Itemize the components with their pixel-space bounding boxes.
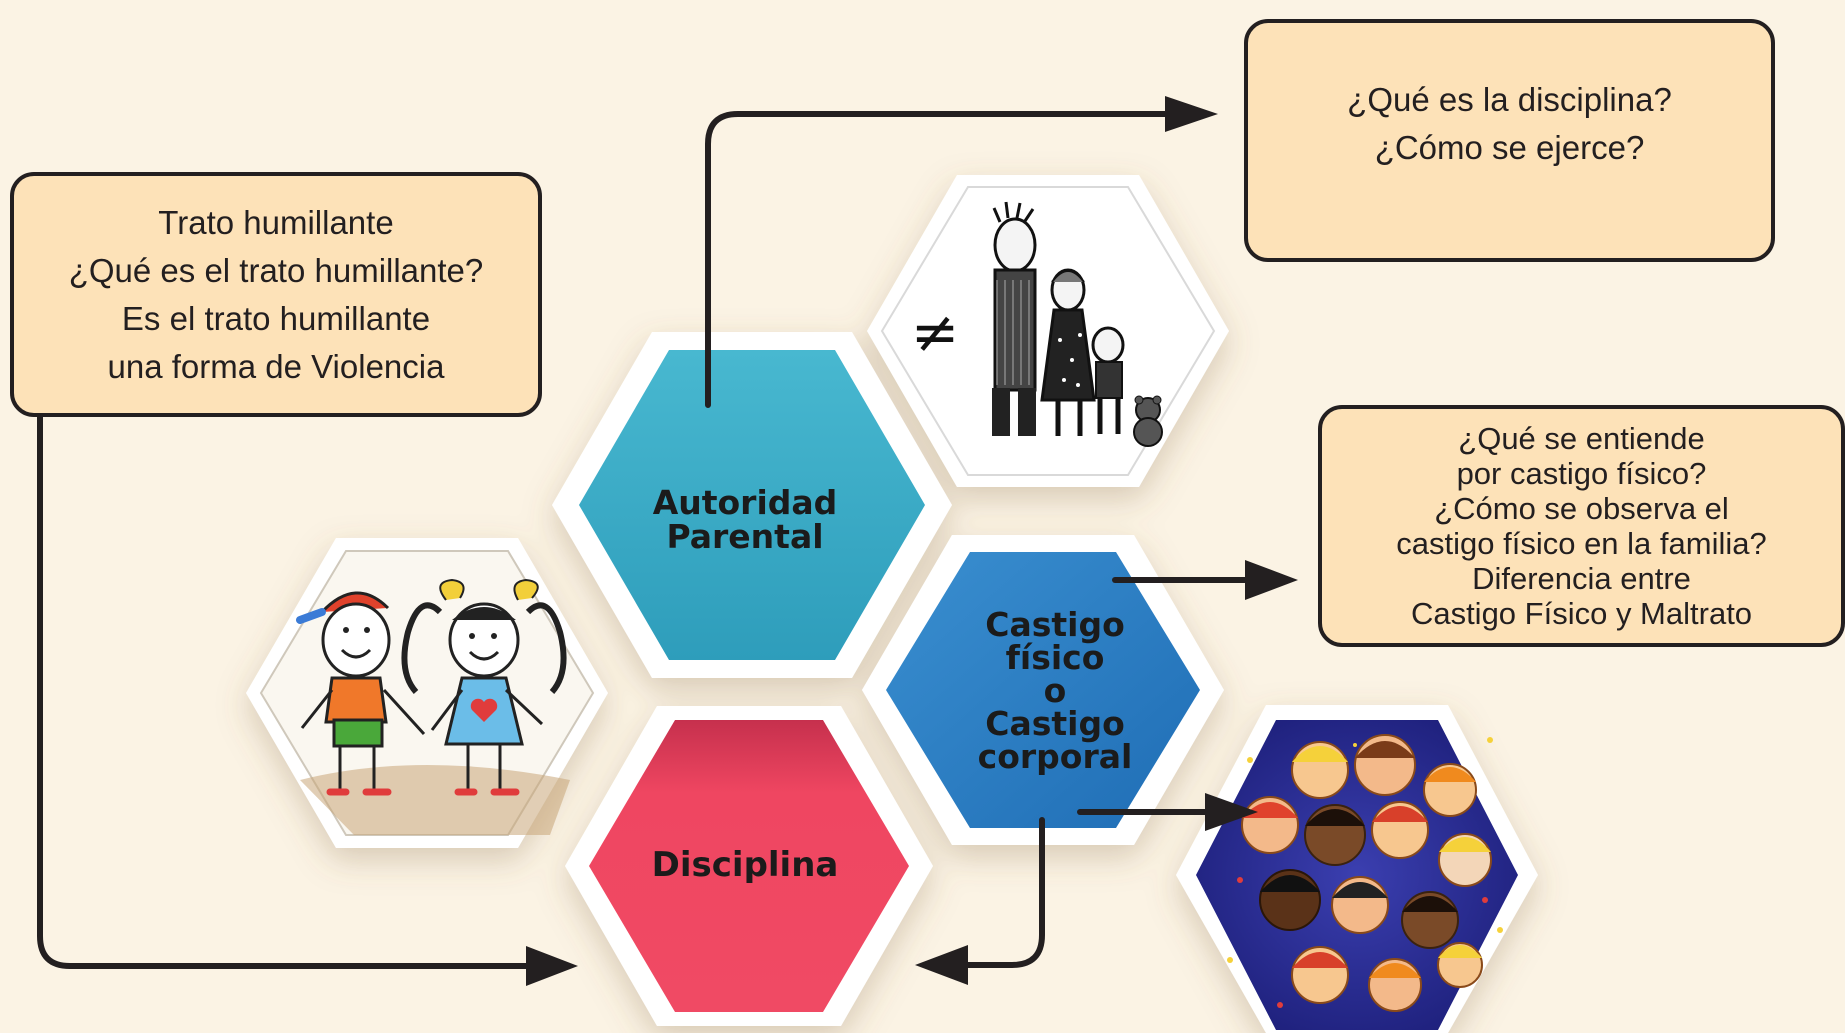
- box-line: una forma de Violencia: [107, 347, 445, 385]
- hex-castigo-fisico: [886, 552, 1200, 828]
- diverse-children-faces-illustration: [1196, 720, 1518, 1030]
- box-line: castigo físico en la familia?: [1396, 526, 1767, 561]
- hex-label-line: Parental: [666, 517, 824, 556]
- text-box-castigo-fisico: ¿Qué se entiende por castigo físico? ¿Có…: [1318, 405, 1845, 647]
- text-box-trato-humillante: Trato humillante ¿Qué es el trato humill…: [10, 172, 542, 417]
- box-line: ¿Cómo se ejerce?: [1374, 128, 1645, 166]
- hex-label-line: corporal: [977, 736, 1133, 776]
- holding-hands-children-drawing: [259, 550, 595, 836]
- box-line: Es el trato humillante: [121, 299, 431, 337]
- text-box-que-es-disciplina: ¿Qué es la disciplina? ¿Cómo se ejerce?: [1244, 19, 1775, 262]
- arguing-family-illustration: ≠: [880, 186, 1216, 476]
- hex-label-line: Castigo: [985, 604, 1125, 644]
- arrow-autoridad-to-top-box: [705, 111, 1183, 408]
- hex-disciplina: [589, 720, 909, 1012]
- arrow-left-box-to-disciplina: [37, 413, 543, 969]
- hex-label-line: Autoridad: [652, 483, 838, 522]
- box-line: Diferencia entre: [1472, 561, 1691, 596]
- box-line: ¿Qué es el trato humillante?: [68, 251, 484, 289]
- hex-label-line: Disciplina: [651, 845, 839, 885]
- hex-label-line: físico: [1005, 637, 1105, 677]
- hex-label-autoridad-parental: Autoridad Parental: [615, 480, 875, 560]
- box-line: por castigo físico?: [1456, 456, 1707, 491]
- hex-label-line: o: [1043, 670, 1067, 710]
- box-line: Castigo Físico y Maltrato: [1410, 596, 1753, 631]
- hex-label-castigo-fisico: Castigo físico o Castigo corporal: [925, 600, 1185, 780]
- box-line: ¿Cómo se observa el: [1434, 491, 1729, 526]
- box-line: Trato humillante: [158, 203, 394, 241]
- arrow-castigo-to-disciplina: [957, 817, 1045, 968]
- box-line: ¿Qué se entiende: [1458, 421, 1705, 456]
- not-equal-symbol: ≠: [911, 298, 960, 366]
- connector-arrows: [37, 96, 1298, 986]
- box-line: ¿Qué es la disciplina?: [1347, 80, 1672, 118]
- hex-label-disciplina: Disciplina: [615, 840, 875, 890]
- hex-label-line: Castigo: [985, 703, 1125, 743]
- hex-autoridad-parental: [579, 350, 925, 660]
